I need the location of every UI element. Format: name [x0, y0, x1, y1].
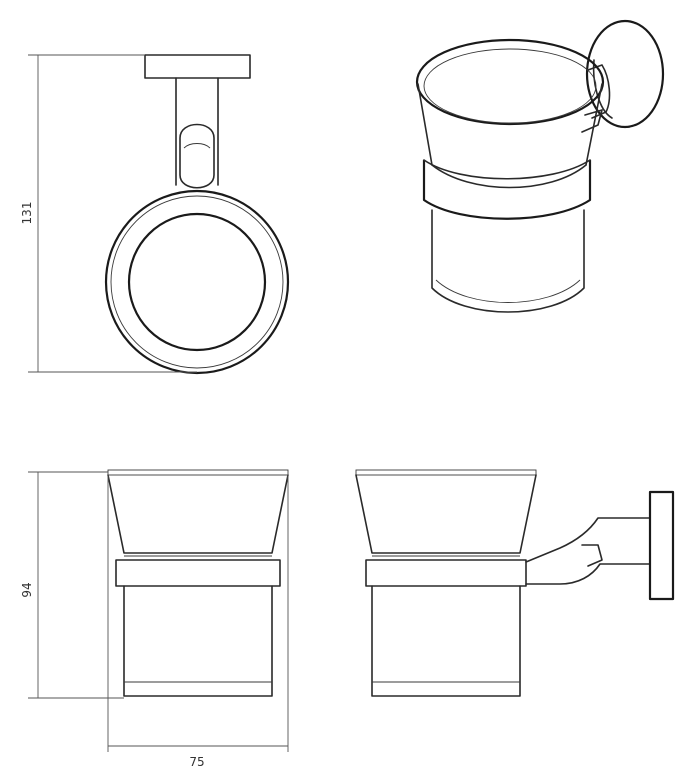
iso-arm	[587, 64, 611, 119]
iso-cup-rim	[415, 38, 605, 126]
front-cup-cone	[107, 474, 289, 554]
cup-opening	[127, 212, 267, 352]
side-cup-cone	[355, 474, 537, 554]
isometric-view	[415, 19, 665, 313]
side-glass-body	[371, 585, 521, 697]
dimension-label-75: 75	[189, 755, 204, 769]
front-holder-ring	[115, 559, 281, 587]
top-view	[104, 54, 290, 375]
arm-stem	[175, 77, 219, 186]
dimension-label-94: 94	[20, 582, 34, 597]
holder-ring-outer	[104, 189, 290, 375]
front-glass-body	[123, 585, 273, 697]
dimension-label-131: 131	[20, 202, 34, 225]
side-holder-ring	[365, 559, 527, 587]
iso-cup-sides	[417, 83, 603, 166]
holder-ring-inner	[110, 195, 284, 369]
iso-holder-ring	[422, 160, 592, 220]
dimension-75: 75	[107, 472, 289, 769]
wall-plate-top	[144, 54, 251, 79]
arm-bracket	[179, 123, 215, 189]
side-view	[355, 469, 675, 697]
iso-wall-plate	[585, 19, 665, 129]
iso-glass-body	[431, 209, 585, 313]
dimension-131: 131	[20, 54, 197, 373]
side-arm-upper	[525, 517, 651, 563]
side-wall-plate	[648, 490, 675, 601]
side-arm-lower	[525, 563, 651, 585]
front-view	[107, 469, 289, 697]
